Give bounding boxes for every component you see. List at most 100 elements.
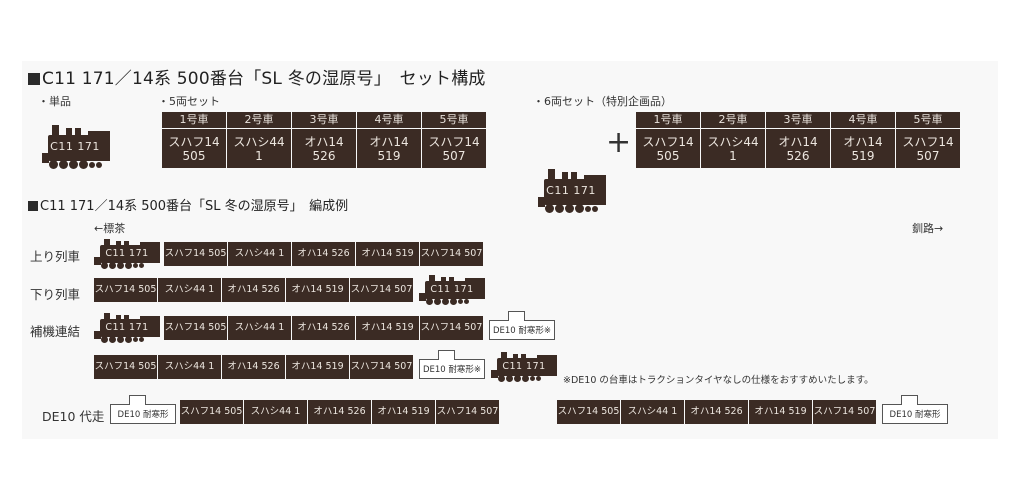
car: スハフ14 507 [813, 400, 876, 424]
car: オハ14 519 [749, 400, 812, 424]
car-type: スハフ14 [642, 134, 694, 149]
car: オハ14 519 [356, 316, 419, 340]
car: スハフ14 505 [164, 316, 227, 340]
car-number: 519 [851, 148, 875, 163]
car: オハ14 526 [292, 316, 355, 340]
car-header: 4号車 [831, 112, 895, 128]
car-type: スハシ44 [233, 134, 285, 149]
car: スハシ44 1 [228, 242, 291, 266]
car: スハシ44 1 [621, 400, 684, 424]
row-label-helper: 補機連結 [30, 324, 81, 339]
car: オハ14 526 [222, 278, 285, 302]
car: オハ14 526 [222, 355, 285, 379]
train-helper-1: C11 171 スハフ14 505 スハシ44 1 オハ14 526 オハ14 … [94, 311, 555, 343]
loco-number: C11 171 [50, 140, 100, 153]
car-type: スハシ44 [707, 134, 759, 149]
c11-locomotive-icon: C11 171 [94, 313, 160, 343]
car-number: 505 [656, 148, 680, 163]
car-header: 2号車 [227, 112, 291, 128]
car: オハ14 519 [286, 355, 349, 379]
c11-locomotive-icon: C11 171 [94, 239, 160, 269]
de10-label: DE10 耐寒形 [117, 410, 169, 420]
car-header: 4号車 [357, 112, 421, 128]
de10-locomotive-icon: DE10 耐寒形※ [489, 311, 555, 340]
de10-locomotive-icon: DE10 耐寒形※ [419, 350, 485, 379]
car-type: オハ14 [778, 134, 818, 149]
set5-label: ・5両セット [158, 95, 220, 108]
c11-locomotive-icon: C11 171 [419, 275, 485, 305]
single-item-label: ・単品 [38, 95, 71, 108]
train-helper-2: スハフ14 505 スハシ44 1 オハ14 526 オハ14 519 スハフ1… [94, 350, 557, 382]
train-de10-2: スハフ14 505 スハシ44 1 オハ14 526 オハ14 519 スハフ1… [557, 395, 948, 424]
de10-label: DE10 耐寒形 [889, 410, 941, 420]
car: オハ14 519 [372, 400, 435, 424]
car-header: 1号車 [636, 112, 700, 128]
car: スハフ14 507 [420, 242, 483, 266]
plus-icon: + [606, 125, 632, 160]
car-number: 507 [916, 148, 940, 163]
section-set-title: C11 171／14系 500番台「SL 冬の湿原号」 セット構成 [28, 64, 486, 89]
section-set-title-text: C11 171／14系 500番台「SL 冬の湿原号」 セット構成 [42, 69, 486, 89]
car-number: 1 [729, 148, 737, 163]
c11-locomotive-icon: C11 171 [538, 169, 606, 213]
car-number: 526 [786, 148, 810, 163]
direction-right-label: 釧路→ [912, 222, 944, 235]
car: オハ14 526 [292, 242, 355, 266]
car: スハフ14 507 [436, 400, 499, 424]
car: スハシ44 1 [228, 316, 291, 340]
car: スハフ14 505 [164, 242, 227, 266]
car: スハフ14 507 [420, 316, 483, 340]
car: スハシ44 1 [244, 400, 307, 424]
car: オハ14 526 [685, 400, 748, 424]
car-number: 526 [312, 148, 336, 163]
car: オハ14 519 [286, 278, 349, 302]
car-header: 3号車 [766, 112, 830, 128]
car-type: オハ14 [843, 134, 883, 149]
loco-number: C11 171 [105, 248, 149, 259]
de10-label: DE10 耐寒形※ [422, 365, 482, 375]
footnote: ※DE10 の台車はトラクションタイヤなしの仕様をおすすめいたします。 [563, 375, 874, 386]
loco-number: C11 171 [105, 322, 149, 333]
section-formation-title-text: C11 171／14系 500番台「SL 冬の湿原号」 編成例 [40, 199, 349, 214]
car-header: 5号車 [422, 112, 486, 128]
row-label-down: 下り列車 [30, 287, 81, 302]
direction-left-label: ←標茶 [94, 222, 126, 235]
loco-number: C11 171 [546, 184, 596, 197]
car-number: 505 [182, 148, 206, 163]
car-number: 519 [377, 148, 401, 163]
c11-locomotive-icon: C11 171 [491, 352, 557, 382]
car: スハフ14 507 [350, 278, 413, 302]
car: スハフ14 505 [557, 400, 620, 424]
train-up: C11 171 スハフ14 505 スハシ44 1 オハ14 526 オハ14 … [94, 239, 483, 269]
set6-label: ・6両セット（特別企画品） [533, 95, 672, 108]
car: スハフ14 507 [350, 355, 413, 379]
section-formation-title: C11 171／14系 500番台「SL 冬の湿原号」 編成例 [28, 195, 348, 214]
car: スハシ44 1 [158, 355, 221, 379]
car-type: スハフ14 [902, 134, 954, 149]
loco-number: C11 171 [430, 284, 474, 295]
car: スハシ44 1 [158, 278, 221, 302]
square-bullet-icon [28, 73, 40, 85]
car-type: スハフ14 [428, 134, 480, 149]
car-header: 2号車 [701, 112, 765, 128]
car-number: 507 [442, 148, 466, 163]
de10-locomotive-icon: DE10 耐寒形 [110, 395, 176, 424]
car-header: 5号車 [896, 112, 960, 128]
car-type: オハ14 [369, 134, 409, 149]
loco-number: C11 171 [502, 361, 546, 372]
car: オハ14 519 [356, 242, 419, 266]
row-label-de10: DE10 代走 [42, 409, 105, 424]
car-number: 1 [255, 148, 263, 163]
train-down: スハフ14 505 スハシ44 1 オハ14 526 オハ14 519 スハフ1… [94, 275, 485, 305]
de10-label: DE10 耐寒形※ [492, 326, 552, 336]
car-type: スハフ14 [168, 134, 220, 149]
